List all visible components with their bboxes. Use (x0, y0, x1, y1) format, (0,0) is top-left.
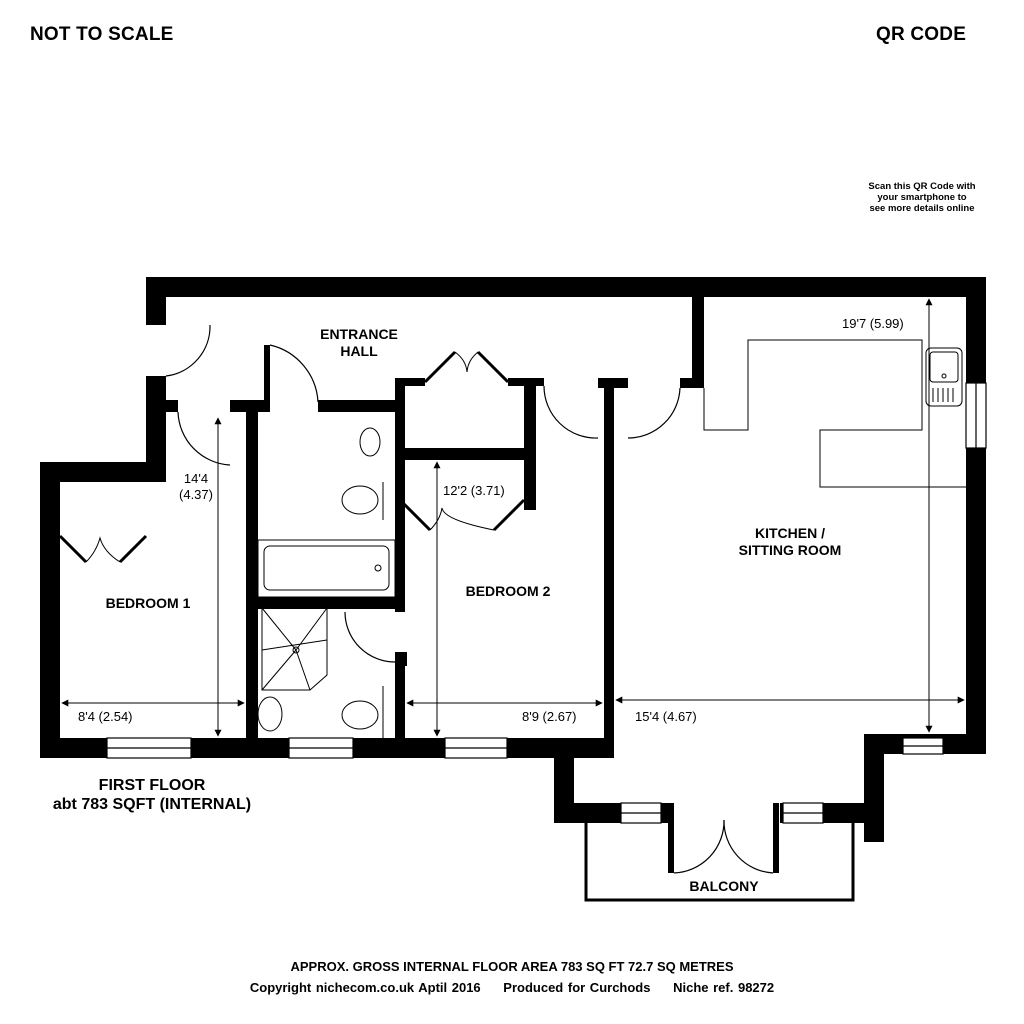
room-bedroom-2: BEDROOM 2 (466, 583, 551, 599)
room-kitchen-sitting: KITCHEN /SITTING ROOM (739, 525, 842, 558)
dim-bedroom-1-length: 14'4(4.37) (179, 471, 213, 502)
qr-note-line: your smartphone to (877, 192, 967, 203)
dim-bedroom-1-width: 8'4 (2.54) (78, 709, 133, 724)
wardrobe-doors (58, 350, 526, 564)
doors (165, 324, 774, 874)
footer-credits: Copyright nichecom.co.uk Aptil 2016 Prod… (0, 980, 1024, 995)
dim-bedroom-2-width: 8'9 (2.67) (522, 709, 577, 724)
niche-ref-text: Niche ref. 98272 (673, 980, 775, 995)
dim-kitchen-width: 15'4 (4.67) (635, 709, 697, 724)
balcony (584, 823, 855, 902)
sink-icon (925, 347, 963, 407)
qr-instructions: Scan this QR Code with your smartphone t… (852, 181, 992, 214)
qr-note-line: Scan this QR Code with (868, 181, 976, 192)
dim-kitchen-length: 19'7 (5.99) (842, 316, 904, 331)
kitchen-counter (703, 339, 966, 488)
produced-for-text: Produced for Curchods (503, 980, 651, 995)
dim-bedroom-2-length: 12'2 (3.71) (443, 483, 505, 498)
floor-name: FIRST FLOOR (98, 777, 206, 794)
qr-note-line: see more details online (869, 203, 975, 214)
not-to-scale-label: NOT TO SCALE (30, 24, 174, 45)
qr-code-label: QR CODE (876, 24, 967, 45)
floor-label: FIRST FLOOR abt 783 SQFT (INTERNAL) (26, 776, 278, 814)
dimension-lines (61, 298, 965, 737)
bathroom-fixtures (257, 427, 396, 738)
floor-area: abt 783 SQFT (INTERNAL) (52, 796, 252, 813)
windows (106, 382, 987, 824)
room-balcony: BALCONY (689, 878, 759, 894)
room-bedroom-1: BEDROOM 1 (106, 595, 191, 611)
copyright-text: Copyright nichecom.co.uk Aptil 2016 (249, 980, 481, 995)
footer-area: APPROX. GROSS INTERNAL FLOOR AREA 783 SQ… (290, 959, 734, 974)
